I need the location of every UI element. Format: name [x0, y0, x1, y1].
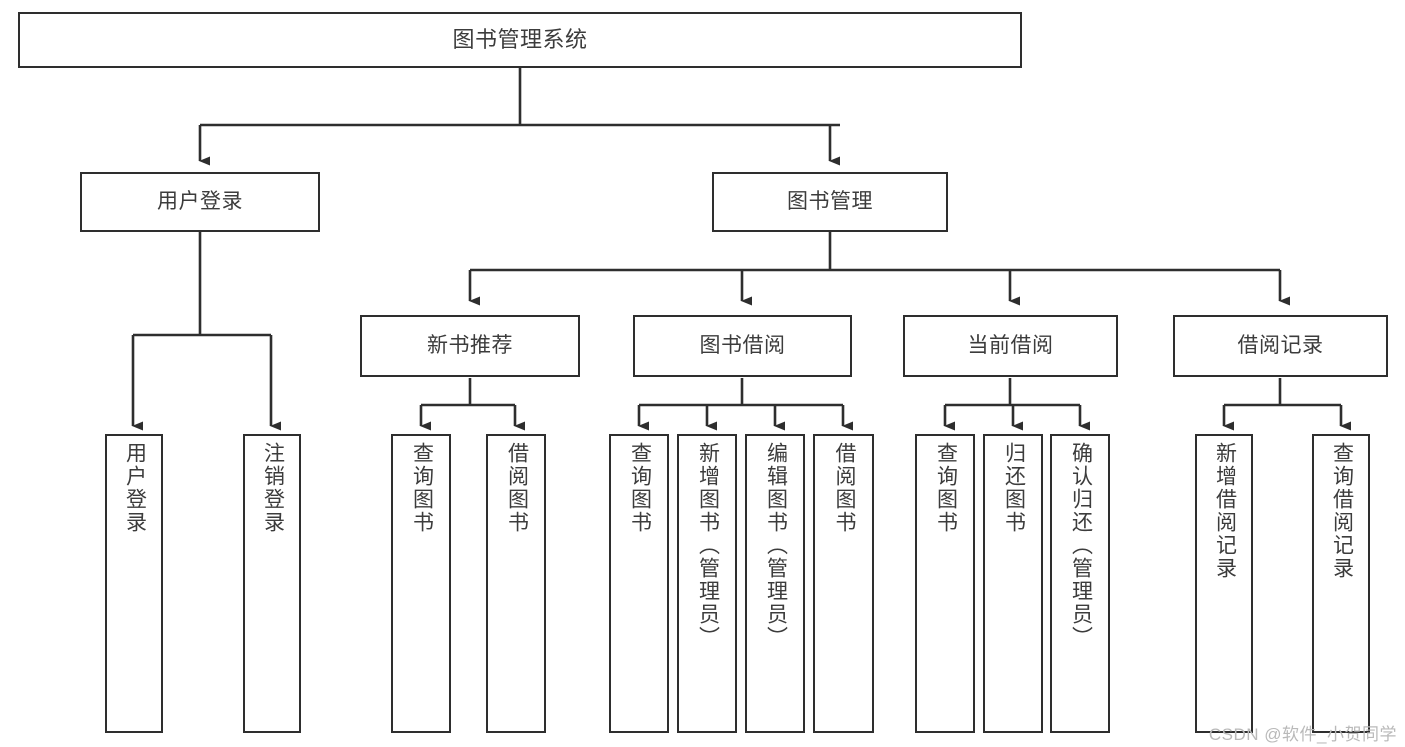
- leaf-label: 查询借阅记录: [1330, 442, 1354, 580]
- leaf-query-book-new[interactable]: 查询图书: [391, 434, 451, 733]
- leaf-label: 归还图书: [1002, 442, 1026, 534]
- leaf-edit-book-admin[interactable]: 编辑图书（管理员）: [745, 434, 805, 733]
- node-borrow-record[interactable]: 借阅记录: [1173, 315, 1388, 377]
- node-label: 图书管理系统: [452, 27, 588, 53]
- leaf-label: 查询图书: [628, 442, 652, 534]
- node-label: 当前借阅: [967, 333, 1054, 357]
- leaf-label: 注销登录: [261, 442, 285, 534]
- node-label: 新书推荐: [427, 333, 513, 357]
- node-new-book-recommend[interactable]: 新书推荐: [360, 315, 580, 377]
- node-current-borrow[interactable]: 当前借阅: [903, 315, 1118, 377]
- node-book-borrow[interactable]: 图书借阅: [633, 315, 852, 377]
- leaf-query-borrow-record[interactable]: 查询借阅记录: [1312, 434, 1370, 733]
- csdn-watermark: CSDN @软件_小贺同学: [1208, 725, 1397, 744]
- leaf-confirm-return-admin[interactable]: 确认归还（管理员）: [1050, 434, 1110, 733]
- leaf-return-book[interactable]: 归还图书: [983, 434, 1043, 733]
- node-label: 借阅记录: [1237, 333, 1324, 357]
- leaf-add-book-admin[interactable]: 新增图书（管理员）: [677, 434, 737, 733]
- leaf-label: 借阅图书: [505, 442, 529, 534]
- leaf-label: 查询图书: [410, 442, 434, 534]
- leaf-label: 查询图书: [934, 442, 958, 534]
- leaf-label: 新增借阅记录: [1213, 442, 1237, 580]
- leaf-add-borrow-record[interactable]: 新增借阅记录: [1195, 434, 1253, 733]
- leaf-label: 确认归还（管理员）: [1069, 442, 1093, 649]
- leaf-label: 新增图书（管理员）: [696, 442, 720, 649]
- leaf-label: 编辑图书（管理员）: [764, 442, 788, 649]
- leaf-label: 用户登录: [123, 442, 147, 534]
- leaf-query-book-current[interactable]: 查询图书: [915, 434, 975, 733]
- node-label: 图书管理: [787, 189, 873, 213]
- node-label: 图书借阅: [699, 333, 786, 357]
- leaf-borrow-book-new[interactable]: 借阅图书: [486, 434, 546, 733]
- node-label: 用户登录: [157, 189, 243, 213]
- node-user-login[interactable]: 用户登录: [80, 172, 320, 232]
- node-book-management-system[interactable]: 图书管理系统: [18, 12, 1022, 68]
- leaf-logout[interactable]: 注销登录: [243, 434, 301, 733]
- leaf-label: 借阅图书: [832, 442, 856, 534]
- leaf-borrow-book[interactable]: 借阅图书: [813, 434, 874, 733]
- leaf-query-book-borrow[interactable]: 查询图书: [609, 434, 669, 733]
- leaf-user-login[interactable]: 用户登录: [105, 434, 163, 733]
- node-book-management[interactable]: 图书管理: [712, 172, 948, 232]
